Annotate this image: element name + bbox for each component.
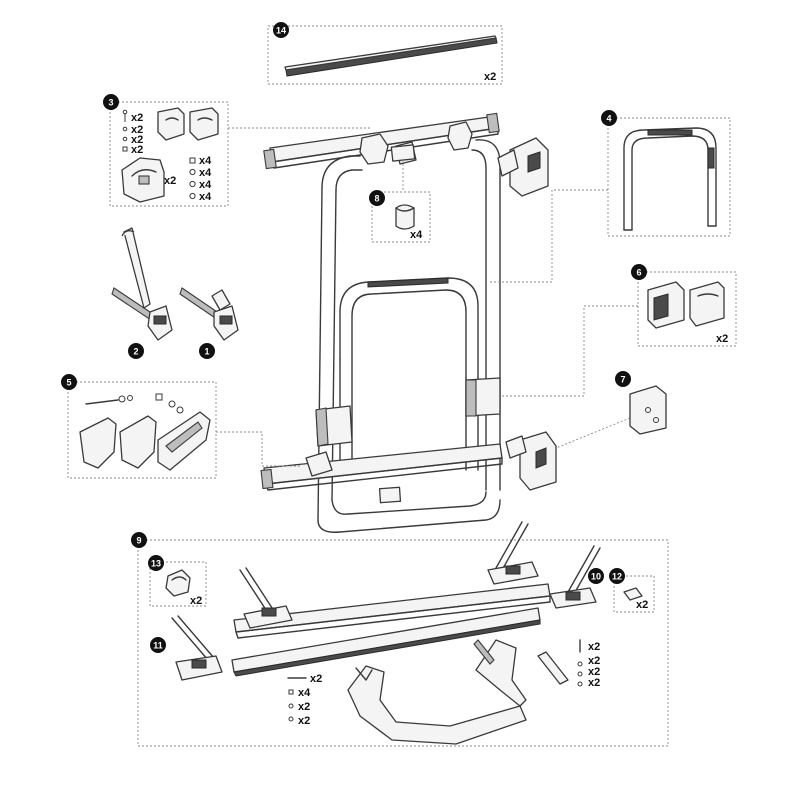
part-14-quantity: x2 [484, 71, 496, 83]
part-9-right-qty-a: x2 [588, 641, 600, 653]
part-8-quantity: x4 [410, 229, 423, 241]
badge-4 [601, 110, 617, 126]
badge-10-label: 10 [591, 572, 601, 582]
part-9-box [137, 539, 669, 747]
part-6-box [637, 271, 737, 347]
part-9-right-qty-d: x2 [588, 677, 600, 689]
part-5-group: 5 [61, 374, 300, 479]
part-3-qty-a: x2 [131, 112, 143, 124]
badge-10 [588, 568, 604, 584]
badge-2 [128, 343, 144, 359]
part-8-group: 8 x4 [369, 160, 431, 243]
part-6-group: 6 x2 [500, 264, 737, 397]
part-3-screws [122, 109, 128, 152]
badge-9 [131, 532, 147, 548]
part-13-clip [165, 569, 191, 597]
part-3-qty-b: x2 [131, 124, 143, 136]
part-9-left-qty-a: x2 [310, 673, 322, 685]
part-4-hoop [623, 127, 717, 231]
badge-13-label: 13 [151, 559, 161, 569]
part-3-group: 3 x2 x2 x2 x2 x2 [103, 94, 372, 207]
part-9-hardware-left-icons [287, 677, 307, 722]
badge-6-label: 6 [636, 268, 641, 278]
part-7-leader [555, 417, 631, 449]
part-3-qty-f: x4 [199, 155, 212, 167]
part-3-qty-e: x2 [164, 175, 176, 187]
part-9-upper-rail [233, 521, 551, 639]
part-3-clamp-body [121, 157, 165, 203]
part-11-clamp [171, 615, 223, 681]
part-4-group: 4 [490, 110, 731, 283]
part-1-strap: 1 [179, 287, 239, 359]
part-14-strip [284, 35, 498, 77]
part-2-strap: 2 [111, 227, 173, 359]
part-6-leader [500, 305, 638, 397]
part-9-wheel-holder [347, 639, 527, 745]
part-5-leader [216, 431, 300, 467]
part-6-cover-b [689, 281, 725, 327]
part-3-qty-h: x4 [199, 179, 212, 191]
part-3-qty-c: x2 [131, 134, 143, 146]
part-4-leader [490, 189, 608, 283]
badge-4-label: 4 [606, 114, 611, 124]
part-9-pin [537, 651, 569, 685]
badge-5 [61, 374, 77, 390]
part-12-box [613, 575, 655, 613]
badge-7 [615, 371, 631, 387]
badge-13 [148, 555, 164, 571]
part-12-cap [623, 587, 643, 601]
part-9-hardware-right-icons [577, 639, 583, 687]
part-5-hardware [85, 393, 184, 414]
part-9-right-qty-b: x2 [588, 655, 600, 667]
badge-9-label: 9 [136, 536, 141, 546]
part-6-quantity: x2 [716, 333, 728, 345]
badge-8-label: 8 [374, 194, 379, 204]
badge-14-label: 14 [276, 26, 286, 36]
part-3-clamp-halves [157, 107, 219, 141]
badge-1-label: 1 [204, 347, 209, 357]
part-7-plate [629, 385, 667, 435]
part-10-clamp [549, 545, 601, 609]
part-3-qty-i: x4 [199, 191, 212, 203]
badge-11 [150, 637, 166, 653]
part-9-left-qty-d: x2 [298, 715, 310, 727]
part-9-left-qty-b: x4 [298, 687, 311, 699]
badge-6 [631, 264, 647, 280]
part-13-box [149, 561, 207, 607]
part-13-quantity: x2 [190, 595, 202, 607]
badge-3 [103, 94, 119, 110]
part-5-bracket-a [79, 417, 117, 469]
badge-1 [199, 343, 215, 359]
frame-hinge-bottom [505, 431, 557, 491]
frame-hinge-top [497, 137, 549, 197]
part-8-box [371, 191, 431, 243]
badge-12 [609, 568, 625, 584]
badge-11-label: 11 [153, 641, 163, 651]
part-9-left-qty-c: x2 [298, 701, 310, 713]
part-9-group: 9 13 x2 10 [131, 521, 669, 747]
badge-7-label: 7 [620, 375, 625, 385]
badge-14 [273, 22, 289, 38]
badge-2-label: 2 [133, 347, 138, 357]
part-3-qty-d: x2 [131, 144, 143, 156]
badge-3-label: 3 [108, 98, 113, 108]
part-8-sleeve [395, 204, 415, 230]
part-4-box [607, 117, 731, 237]
part-14-box [267, 25, 503, 85]
part-9-right-qty-c: x2 [588, 666, 600, 678]
part-7-group: 7 [555, 371, 667, 449]
main-frame [260, 112, 557, 533]
badge-8 [369, 190, 385, 206]
part-3-box [109, 101, 229, 207]
part-3-qty-g: x4 [199, 167, 212, 179]
badge-12-label: 12 [612, 572, 622, 582]
part-3-nuts [189, 157, 196, 200]
part-12-quantity: x2 [636, 599, 648, 611]
badge-5-label: 5 [66, 378, 71, 388]
part-9-lower-rail [231, 607, 541, 677]
part-14-group: 14 x2 [267, 22, 503, 85]
part-5-bracket-b [119, 415, 157, 469]
part-5-box [67, 381, 217, 479]
